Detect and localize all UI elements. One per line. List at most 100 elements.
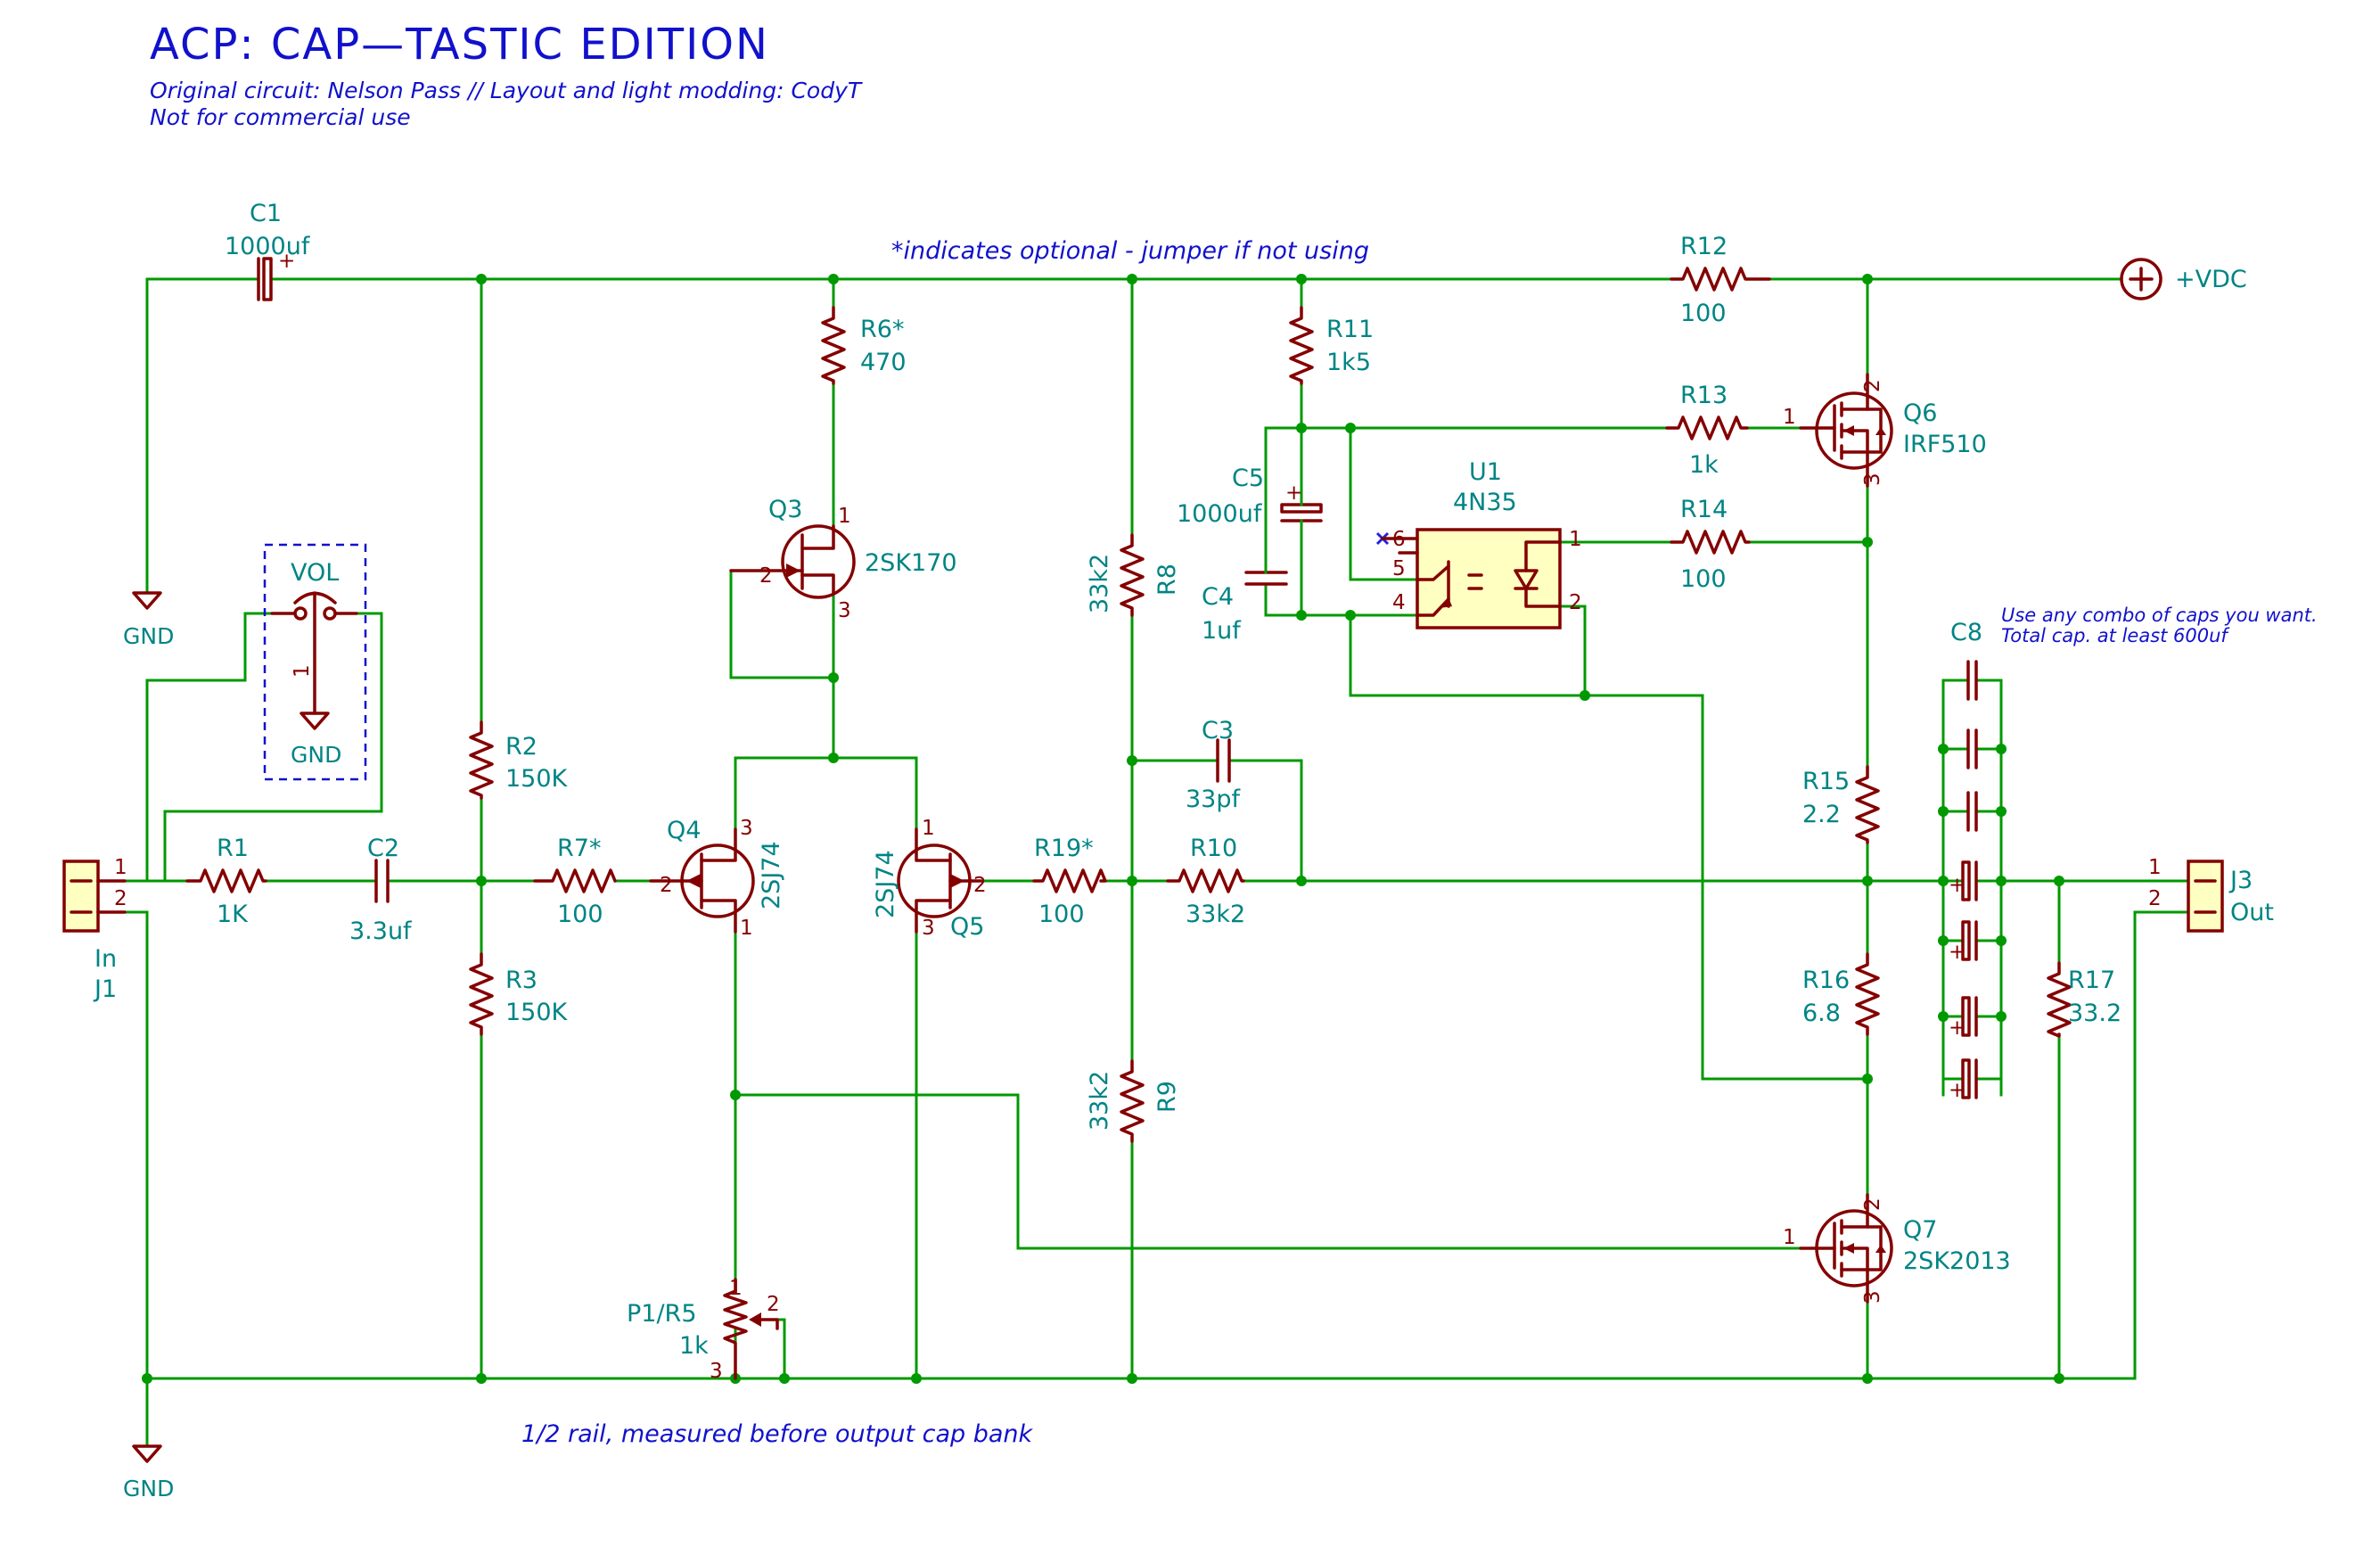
resistor-r11[interactable]: R11 1k5 bbox=[1289, 306, 1374, 385]
svg-text:1: 1 bbox=[838, 505, 851, 528]
svg-text:1: 1 bbox=[729, 1277, 743, 1300]
resistor-r3[interactable]: R3 150K bbox=[469, 952, 569, 1036]
svg-text:33k2: 33k2 bbox=[1086, 1071, 1113, 1131]
svg-text:Q6: Q6 bbox=[1903, 399, 1937, 427]
svg-text:C3: C3 bbox=[1202, 717, 1234, 745]
wires bbox=[123, 277, 2190, 1446]
svg-text:1: 1 bbox=[740, 917, 753, 940]
gnd-label-bottom: GND bbox=[123, 1476, 174, 1502]
c8-cap-1 bbox=[1941, 660, 2003, 701]
rail-note: 1/2 rail, measured before output cap ban… bbox=[521, 1420, 1034, 1448]
j1-value: In bbox=[94, 945, 117, 973]
svg-text:150K: 150K bbox=[505, 999, 569, 1026]
capacitor-c5[interactable]: + C5 1000uf bbox=[1177, 465, 1323, 541]
resistor-r8[interactable]: 33k2 R8 bbox=[1086, 533, 1181, 617]
svg-text:2: 2 bbox=[660, 874, 673, 897]
resistor-r17[interactable]: R17 33.2 bbox=[2047, 961, 2121, 1038]
svg-text:1: 1 bbox=[922, 817, 935, 840]
svg-text:5: 5 bbox=[1392, 557, 1406, 580]
svg-text:R14: R14 bbox=[1680, 496, 1728, 523]
svg-text:33k2: 33k2 bbox=[1086, 554, 1113, 613]
svg-text:6.8: 6.8 bbox=[1802, 1000, 1841, 1027]
c1-value: 1000uf bbox=[225, 233, 311, 260]
svg-text:3: 3 bbox=[922, 917, 935, 940]
potentiometer-p1[interactable]: 1 2 3 P1/R5 1k bbox=[627, 1277, 780, 1383]
svg-text:1k5: 1k5 bbox=[1326, 349, 1371, 376]
mosfet-q6[interactable]: 1 2 3 Q6 IRF510 bbox=[1783, 373, 1987, 488]
jfet-q4[interactable]: 3 2 1 Q4 2SJ74 bbox=[649, 817, 785, 940]
resistor-r19[interactable]: R19* 100 bbox=[1032, 835, 1107, 928]
svg-text:2: 2 bbox=[759, 564, 773, 588]
optocoupler-u1[interactable]: 6 5 4 1 2 U1 4N35 bbox=[1375, 458, 1582, 629]
svg-text:Q7: Q7 bbox=[1903, 1216, 1937, 1244]
j3-ref: J3 bbox=[2228, 867, 2253, 894]
svg-text:+: + bbox=[278, 250, 295, 273]
svg-text:C2: C2 bbox=[367, 835, 399, 862]
svg-text:100: 100 bbox=[1680, 300, 1727, 327]
svg-text:+: + bbox=[1949, 1016, 1966, 1040]
svg-text:2SJ74: 2SJ74 bbox=[758, 841, 785, 909]
svg-text:3.3uf: 3.3uf bbox=[349, 917, 413, 945]
svg-text:+: + bbox=[1949, 874, 1966, 897]
gnd-label-top: GND bbox=[123, 623, 174, 649]
svg-text:33.2: 33.2 bbox=[2068, 1000, 2121, 1027]
svg-text:Q3: Q3 bbox=[768, 496, 802, 523]
svg-text:2SK170: 2SK170 bbox=[865, 549, 957, 577]
connector-j1[interactable]: 1 2 In J1 bbox=[62, 856, 127, 1003]
capacitor-c2[interactable]: C2 3.3uf bbox=[349, 835, 413, 945]
svg-text:3: 3 bbox=[740, 817, 753, 840]
svg-text:R8: R8 bbox=[1153, 564, 1181, 596]
svg-text:R15: R15 bbox=[1802, 768, 1850, 795]
optional-note: *indicates optional - jumper if not usin… bbox=[891, 237, 1369, 265]
svg-text:2SK2013: 2SK2013 bbox=[1903, 1247, 2011, 1275]
svg-text:+: + bbox=[1949, 1079, 1966, 1102]
c8-cap-7: + bbox=[1941, 1058, 2003, 1102]
svg-text:R13: R13 bbox=[1680, 382, 1728, 409]
svg-text:2.2: 2.2 bbox=[1802, 801, 1841, 828]
resistor-r7[interactable]: R7* 100 bbox=[533, 835, 617, 928]
sheet-title: ACP: CAP—TASTIC EDITION bbox=[150, 20, 769, 70]
vol-jumper[interactable]: VOL 1 GND bbox=[263, 543, 367, 781]
svg-text:4N35: 4N35 bbox=[1453, 489, 1517, 516]
svg-text:P1/R5: P1/R5 bbox=[627, 1300, 697, 1328]
capacitor-c1[interactable]: + C1 1000uf bbox=[225, 200, 311, 301]
capacitor-c3[interactable]: C3 33pf bbox=[1186, 717, 1245, 813]
resistor-r14[interactable]: R14 100 bbox=[1670, 496, 1751, 593]
resistor-r12[interactable]: R12 100 bbox=[1670, 233, 1771, 327]
svg-text:2: 2 bbox=[1861, 379, 1884, 392]
svg-text:1k: 1k bbox=[679, 1332, 709, 1360]
svg-text:R6*: R6* bbox=[860, 316, 904, 343]
jfet-q5[interactable]: 1 2 3 Q5 2SJ74 bbox=[872, 817, 987, 941]
resistor-r1[interactable]: R1 1K bbox=[185, 835, 267, 928]
vol-label: VOL bbox=[291, 559, 339, 587]
resistor-r6[interactable]: R6* 470 bbox=[821, 306, 907, 385]
resistor-r16[interactable]: R16 6.8 bbox=[1802, 952, 1880, 1036]
jfet-q3[interactable]: 1 2 3 Q3 2SK170 bbox=[729, 496, 957, 622]
gnd-symbol-top: GND bbox=[123, 591, 174, 649]
resistor-r15[interactable]: R15 2.2 bbox=[1802, 765, 1880, 844]
svg-text:1: 1 bbox=[1783, 406, 1796, 429]
vdc-label: +VDC bbox=[2175, 266, 2247, 293]
resistor-r10[interactable]: R10 33k2 bbox=[1166, 835, 1245, 928]
svg-text:33k2: 33k2 bbox=[1186, 901, 1245, 928]
svg-text:C4: C4 bbox=[1202, 583, 1234, 611]
svg-text:1000uf: 1000uf bbox=[1177, 500, 1263, 528]
resistor-r13[interactable]: R13 1k bbox=[1665, 382, 1749, 479]
connector-j3[interactable]: 1 2 J3 Out bbox=[2148, 856, 2274, 933]
svg-text:R2: R2 bbox=[505, 733, 538, 761]
svg-text:R12: R12 bbox=[1680, 233, 1728, 260]
svg-text:2: 2 bbox=[2148, 887, 2162, 910]
c8-cap-2 bbox=[1941, 728, 2003, 769]
svg-text:2: 2 bbox=[767, 1293, 780, 1316]
capacitor-bank-c8[interactable]: C8 + + + + bbox=[1941, 619, 2003, 1102]
c1-ref: C1 bbox=[250, 200, 282, 227]
svg-text:C8: C8 bbox=[1950, 619, 1982, 646]
capacitor-c4[interactable]: C4 1uf bbox=[1202, 551, 1288, 645]
resistor-r9[interactable]: 33k2 R9 bbox=[1086, 1059, 1181, 1143]
svg-text:1: 1 bbox=[114, 856, 127, 879]
resistor-r2[interactable]: R2 150K bbox=[469, 720, 569, 800]
svg-text:1uf: 1uf bbox=[1202, 617, 1242, 645]
svg-text:+: + bbox=[1285, 481, 1302, 505]
mosfet-q7[interactable]: 1 2 3 Q7 2SK2013 bbox=[1783, 1193, 2011, 1304]
